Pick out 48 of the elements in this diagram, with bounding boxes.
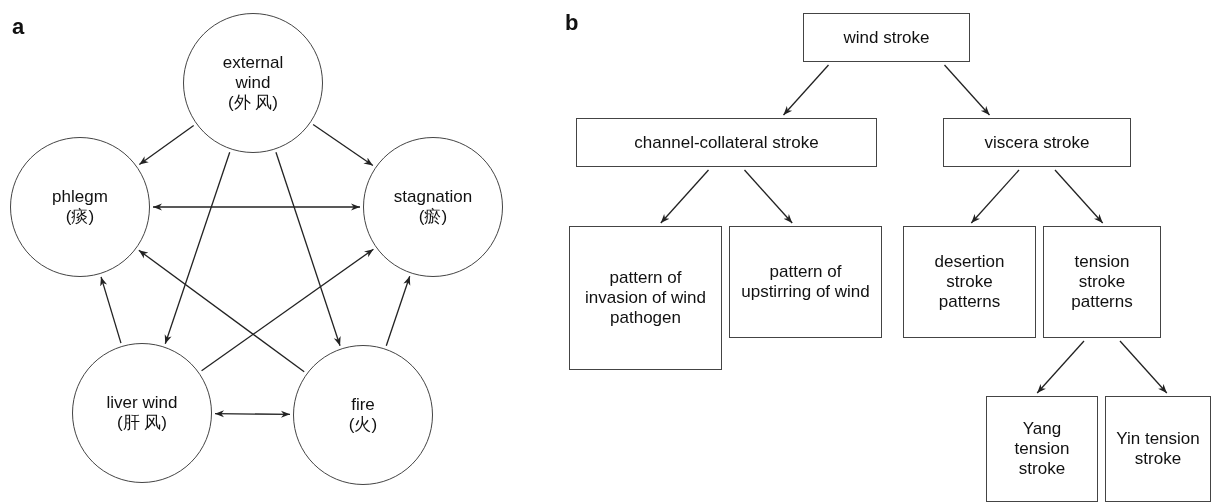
- node-label: liver wind: [106, 393, 178, 413]
- arrow: [200, 248, 375, 372]
- arrow: [164, 151, 231, 345]
- node-label: viscera stroke: [983, 132, 1091, 153]
- node-label: Yin tension stroke: [1115, 429, 1201, 469]
- arrow: [214, 410, 291, 418]
- arrow: [152, 203, 361, 211]
- node-label: (痰): [65, 207, 95, 227]
- category-box: [943, 118, 1131, 167]
- node-label: tension stroke patterns: [1070, 252, 1134, 312]
- arrow: [100, 276, 122, 344]
- node-label: (外 风): [227, 93, 278, 113]
- arrow: [1119, 340, 1168, 394]
- arrow: [970, 169, 1020, 224]
- arrow: [660, 169, 710, 224]
- node-label: fire: [351, 395, 375, 415]
- node-label: pattern of upstirring of wind: [740, 262, 871, 302]
- category-box: [1043, 226, 1161, 338]
- panel-label: b: [565, 10, 579, 36]
- arrow: [385, 275, 411, 347]
- node-label: channel-collateral stroke: [633, 132, 820, 153]
- category-box: [903, 226, 1036, 338]
- arrow: [312, 123, 374, 167]
- category-box: [729, 226, 882, 338]
- arrow: [943, 64, 991, 116]
- node-label: pattern of invasion of wind pathogen: [584, 268, 707, 328]
- arrow: [1036, 340, 1085, 394]
- category-box: [569, 226, 722, 370]
- arrow: [743, 169, 793, 224]
- category-box: [986, 396, 1098, 502]
- arrow: [782, 64, 830, 116]
- node-label: (火): [348, 415, 378, 435]
- node-label: wind stroke: [842, 27, 931, 48]
- node-label: desertion stroke patterns: [933, 252, 1006, 312]
- node-label: Yang tension stroke: [1013, 419, 1071, 479]
- node-label: stagnation: [393, 187, 473, 207]
- arrow: [1054, 169, 1104, 224]
- panel-label: a: [12, 14, 25, 40]
- node-label: (瘀): [418, 207, 448, 227]
- category-box: [1105, 396, 1211, 502]
- node-label: external wind: [221, 53, 285, 93]
- category-box: [576, 118, 877, 167]
- node-label: phlegm: [52, 187, 108, 207]
- arrow: [138, 124, 195, 166]
- arrow: [275, 151, 341, 347]
- node-label: (肝 风): [116, 413, 167, 433]
- category-box: [803, 13, 970, 62]
- arrow: [138, 249, 305, 373]
